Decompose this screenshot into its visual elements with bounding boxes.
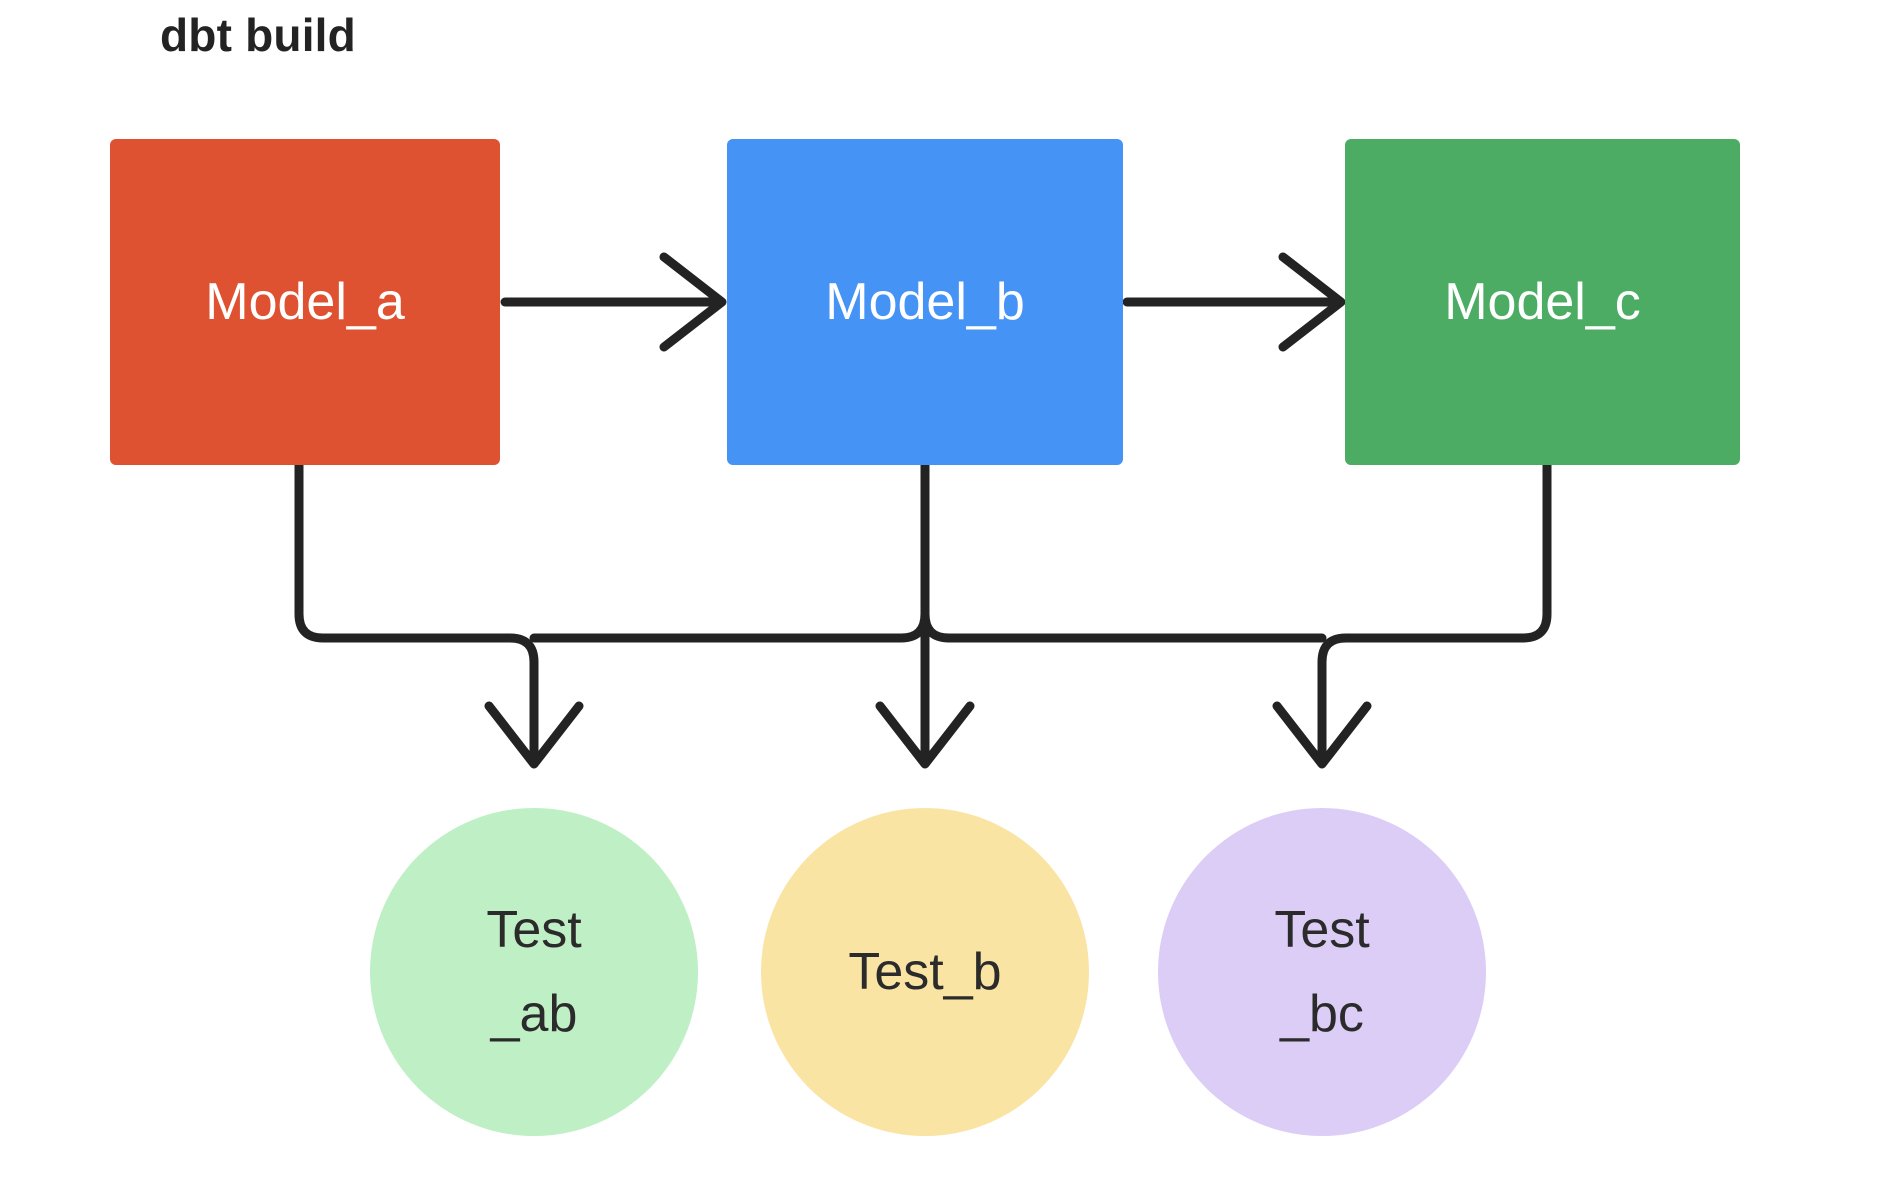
edge-bus-right-to-model-c [920,609,1327,643]
edge-layer [294,252,1552,769]
arrowhead-model-b-to-model-c [1278,252,1346,352]
test-node-layer [370,808,1486,1136]
arrowhead-model-a-to-model-b [659,252,727,352]
node-model-a[interactable] [110,139,500,465]
node-model-b[interactable] [727,139,1123,465]
node-test-bc[interactable] [1158,808,1486,1136]
model-node-layer [110,139,1740,465]
node-model-c[interactable] [1345,139,1740,465]
arrowhead-test-bc [1272,701,1372,769]
edge-model-a-to-test-ab [294,460,539,765]
edge-bus-left-to-model-b [529,460,930,643]
diagram-title: dbt build [160,9,356,61]
node-test-ab[interactable] [370,808,698,1136]
arrowhead-test-b [875,701,975,769]
arrowhead-test-ab [484,701,584,769]
node-test-b[interactable] [761,808,1089,1136]
edge-model-c-to-test-bc [1317,460,1552,765]
